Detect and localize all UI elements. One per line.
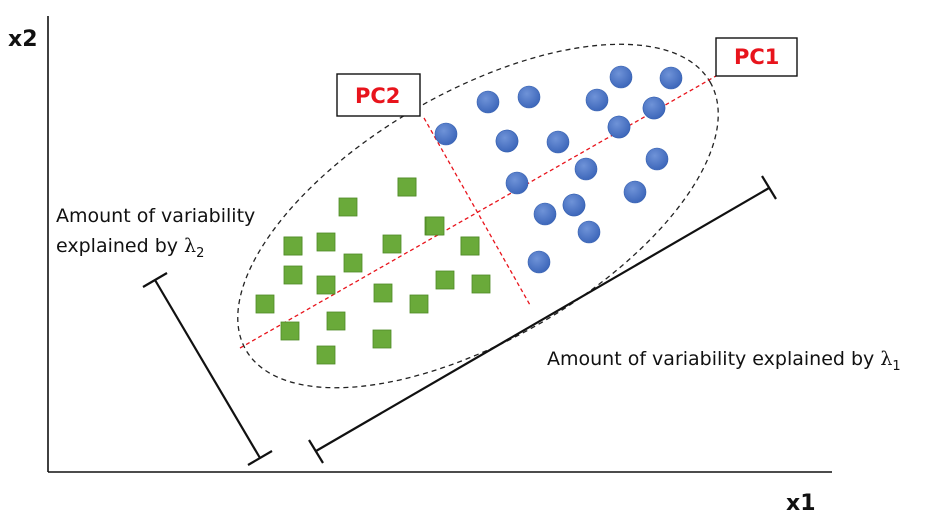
square-point	[316, 232, 336, 252]
lambda1-symbol: λ	[880, 348, 892, 370]
circle-point	[607, 115, 631, 139]
lambda2-annotation-line1: Amount of variability	[56, 205, 255, 227]
lambda2-bracket	[142, 272, 273, 466]
lambda2-subscript: 2	[196, 246, 204, 261]
square-point	[280, 321, 300, 341]
circle-point	[642, 96, 666, 120]
circle-point	[476, 90, 500, 114]
circle-point	[533, 202, 557, 226]
pc2-label-box: PC2	[336, 73, 421, 117]
circle-point	[659, 66, 683, 90]
y-axis-label: x2	[8, 27, 38, 52]
circle-point	[585, 88, 609, 112]
square-point	[283, 236, 303, 256]
lambda1-annotation: Amount of variability explained by λ1	[547, 348, 901, 374]
circle-point	[434, 122, 458, 146]
square-point	[409, 294, 429, 314]
square-point	[373, 283, 393, 303]
square-point	[425, 216, 445, 236]
lambda2-annotation-line2: explained by λ2	[56, 235, 204, 261]
circle-point	[527, 250, 551, 274]
circle-point	[562, 193, 586, 217]
circle-point	[574, 157, 598, 181]
square-point	[460, 236, 480, 256]
lambda1-bracket	[308, 175, 777, 464]
pc1-label-box: PC1	[715, 37, 798, 77]
circle-point	[546, 130, 570, 154]
square-point	[397, 177, 417, 197]
square-point	[338, 197, 358, 217]
square-point	[435, 270, 455, 290]
lambda1-annotation-text: Amount of variability explained by	[547, 348, 880, 370]
square-point	[316, 275, 336, 295]
circle-point	[577, 220, 601, 244]
lambda2-symbol: λ	[184, 235, 196, 257]
circle-point	[505, 171, 529, 195]
square-point	[471, 274, 491, 294]
square-point	[316, 345, 336, 365]
data-ellipse	[237, 43, 719, 389]
data-points	[255, 65, 683, 365]
square-point	[255, 294, 275, 314]
circle-point	[645, 147, 669, 171]
square-point	[343, 253, 363, 273]
square-point	[382, 234, 402, 254]
pc2-label: PC2	[355, 84, 400, 108]
x-axis-label: x1	[786, 491, 816, 516]
circle-point	[609, 65, 633, 89]
square-point	[283, 265, 303, 285]
circle-point	[495, 129, 519, 153]
circle-point	[517, 85, 541, 109]
square-point	[372, 329, 392, 349]
pc1-label: PC1	[734, 45, 779, 69]
square-point	[326, 311, 346, 331]
lambda2-annotation-text: explained by	[56, 235, 184, 257]
circle-point	[623, 180, 647, 204]
lambda1-subscript: 1	[892, 359, 900, 374]
pc2-axis-line	[423, 117, 531, 306]
